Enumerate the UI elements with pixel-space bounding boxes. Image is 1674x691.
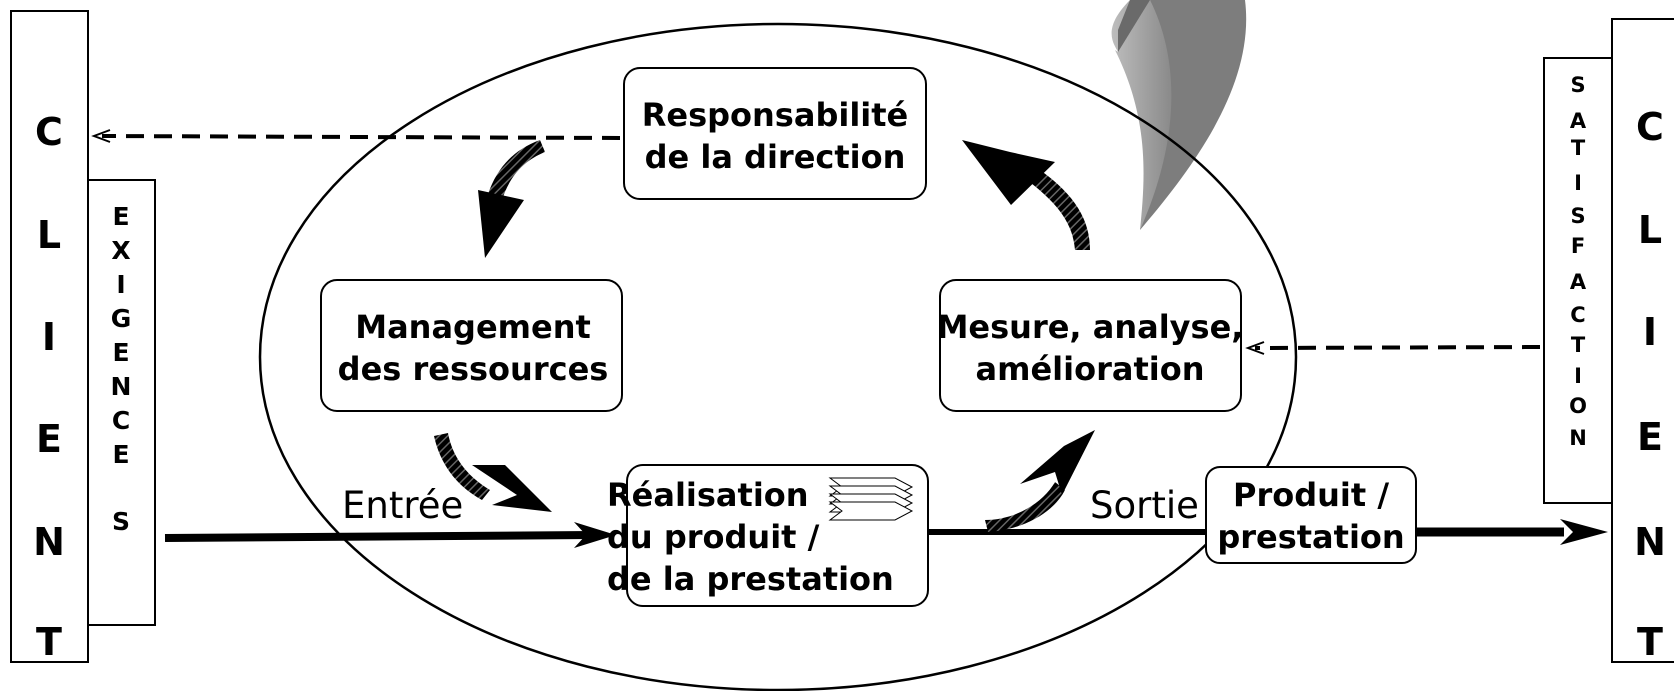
left-client-panel: C L I E N T: [10, 10, 89, 664]
curved-arrow-icon: [434, 433, 552, 512]
satisfaction-letter: F: [1571, 234, 1585, 258]
exigences-letter: E: [112, 338, 129, 367]
curved-arrow-icon: [478, 140, 545, 258]
left-client-letter: T: [36, 620, 62, 664]
documents-stack-icon: [828, 477, 914, 521]
exigences-letter: G: [111, 304, 132, 333]
exigences-letter: X: [111, 236, 130, 265]
curved-arrow-icon: [962, 140, 1090, 250]
satisfaction-letter: N: [1569, 426, 1587, 450]
curved-arrow-icon: [985, 430, 1095, 532]
right-client-letter: E: [1637, 415, 1663, 459]
satisfaction-letter: O: [1569, 394, 1587, 418]
input-arrow: [164, 522, 616, 548]
right-client-letter: C: [1636, 105, 1664, 149]
left-client-letter: E: [36, 417, 62, 461]
dashed-arrow-to-client: [91, 129, 621, 143]
mesure-line1: Mesure, analyse,: [937, 308, 1244, 346]
management-box: Management des ressources: [320, 279, 623, 412]
exigences-letter: S: [112, 507, 130, 536]
responsabilite-box: Responsabilité de la direction: [623, 67, 927, 200]
satisfaction-letter: I: [1574, 364, 1582, 388]
produit-box: Produit / prestation: [1205, 466, 1417, 564]
management-line1: Management: [355, 308, 591, 346]
right-client-panel: C L I E N T: [1611, 18, 1674, 664]
responsabilite-line2: de la direction: [645, 138, 906, 176]
satisfaction-letter: A: [1570, 109, 1587, 133]
realisation-line2: du produit /: [607, 518, 820, 556]
satisfaction-letter: S: [1570, 204, 1585, 228]
exigences-letter: N: [111, 372, 132, 401]
satisfaction-letter: T: [1571, 136, 1586, 160]
satisfaction-panel: S A T I S F A C T I O N: [1543, 57, 1613, 504]
dashed-arrow-from-satisfaction: [1245, 341, 1541, 355]
exigences-panel: E X I G E N C E S: [87, 179, 156, 626]
output-arrow: [928, 519, 1608, 545]
satisfaction-letter: A: [1570, 270, 1587, 294]
left-client-letter: C: [35, 110, 63, 154]
continual-improvement-arrow-icon: [1111, 0, 1247, 230]
management-line2: des ressources: [338, 350, 609, 388]
process-ellipse: [258, 22, 1298, 691]
left-client-letter: I: [42, 315, 56, 359]
realisation-line1: Réalisation: [607, 476, 809, 514]
produit-line1: Produit /: [1233, 476, 1389, 514]
left-client-letter: N: [33, 520, 65, 564]
mesure-line2: amélioration: [976, 350, 1205, 388]
right-client-letter: I: [1643, 310, 1657, 354]
realisation-line3: de la prestation: [607, 560, 894, 598]
right-client-letter: T: [1637, 620, 1663, 664]
exigences-letter: E: [112, 440, 129, 469]
exigences-letter: I: [116, 270, 125, 299]
right-client-letter: N: [1634, 520, 1666, 564]
satisfaction-letter: S: [1570, 73, 1585, 97]
right-client-letter: L: [1638, 208, 1662, 252]
satisfaction-letter: I: [1574, 171, 1582, 195]
realisation-box: Réalisation du produit / de la prestatio…: [607, 464, 929, 607]
sortie-label: Sortie: [1090, 484, 1199, 527]
mesure-box: Mesure, analyse, amélioration: [937, 279, 1244, 412]
satisfaction-letter: C: [1570, 303, 1585, 327]
left-client-letter: L: [37, 213, 61, 257]
entree-label: Entrée: [342, 484, 463, 527]
exigences-letter: E: [112, 202, 129, 231]
satisfaction-letter: T: [1571, 333, 1586, 357]
exigences-letter: C: [112, 406, 130, 435]
responsabilite-line1: Responsabilité: [642, 96, 909, 134]
produit-line2: prestation: [1217, 518, 1404, 556]
